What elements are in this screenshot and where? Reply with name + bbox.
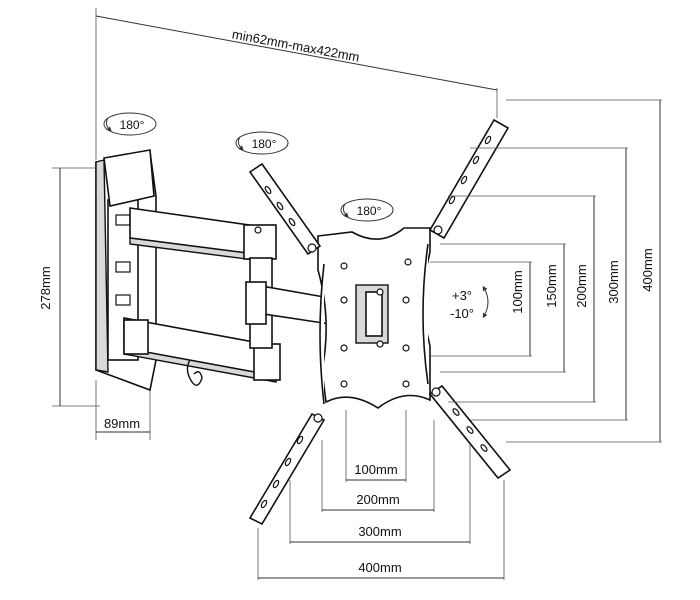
vesa-h-300: 300mm xyxy=(358,524,401,539)
wall-height-dimension: 278mm xyxy=(38,167,104,407)
swivel-badge-2: 180° xyxy=(235,131,289,155)
adapter-arm-bottom-right xyxy=(428,384,512,480)
lower-arm xyxy=(123,317,281,386)
swivel-badge-3: 180° xyxy=(340,198,394,222)
wall-height-label: 278mm xyxy=(38,266,53,309)
vesa-v-100: 100mm xyxy=(510,270,525,313)
upper-arm xyxy=(129,207,277,263)
swivel-label-1: 180° xyxy=(120,118,145,132)
vesa-h-400: 400mm xyxy=(358,560,401,575)
tilt-up-label: +3° xyxy=(452,288,472,303)
arm-length-dimension: min62mm-max422mm xyxy=(95,8,498,160)
vesa-v-300: 300mm xyxy=(606,260,621,303)
vesa-vertical-dimensions: 100mm 150mm 200mm 300mm 400mm xyxy=(430,99,662,443)
adapter-arm-top-left xyxy=(248,162,322,256)
vesa-v-400: 400mm xyxy=(640,248,655,291)
wall-depth-dimension: 89mm xyxy=(95,380,151,440)
elbow-joint xyxy=(245,257,331,349)
vesa-v-150: 150mm xyxy=(544,264,559,307)
vesa-horizontal-dimensions: 100mm 200mm 300mm 400mm xyxy=(257,410,505,580)
vesa-h-200: 200mm xyxy=(356,492,399,507)
tilt-indicator: +3° -10° xyxy=(450,285,489,321)
swivel-badge-1: 180° xyxy=(103,112,157,136)
arm-length-label: min62mm-max422mm xyxy=(231,26,361,64)
wall-depth-label: 89mm xyxy=(104,416,140,431)
adapter-arm-top-right xyxy=(428,118,510,240)
vesa-plate xyxy=(317,227,431,409)
adapter-arm-bottom-left xyxy=(248,412,326,526)
tilt-down-label: -10° xyxy=(450,306,474,321)
vesa-v-200: 200mm xyxy=(574,264,589,307)
vesa-h-100: 100mm xyxy=(354,462,397,477)
swivel-label-3: 180° xyxy=(357,204,382,218)
swivel-label-2: 180° xyxy=(252,137,277,151)
